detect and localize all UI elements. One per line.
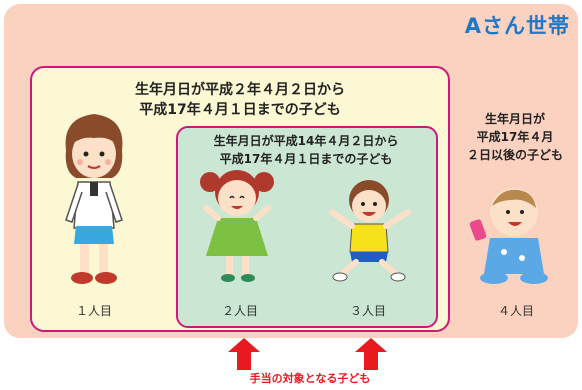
child-label-4: ４人目	[497, 304, 534, 318]
eligible-children-caption: 手当の対象となる子ども	[249, 372, 371, 385]
child-label-1: １人目	[75, 304, 112, 318]
older-girl-illustration	[65, 114, 123, 284]
side-caption-line2: 平成17年４月	[476, 130, 554, 144]
side-caption-line3: ２日以後の子ども	[466, 148, 563, 162]
child-label-2: ２人目	[221, 304, 258, 318]
pigtail-girl-illustration	[200, 170, 274, 282]
jumping-boy-illustration	[329, 180, 411, 282]
outer-group-caption: 生年月日が平成２年４月２日から 平成17年４月１日までの子ども	[60, 80, 420, 120]
outer-caption-line1: 生年月日が平成２年４月２日から	[135, 82, 345, 98]
inner-caption-line1: 生年月日が平成14年４月２日から	[213, 134, 399, 148]
side-group-caption: 生年月日が 平成17年４月 ２日以後の子ども	[456, 110, 574, 164]
inner-caption-line2: 平成17年４月１日までの子ども	[219, 152, 393, 166]
child-label-3: ３人目	[349, 304, 386, 318]
household-title: Aさん世帯	[464, 14, 570, 38]
outer-caption-line2: 平成17年４月１日までの子ども	[139, 102, 341, 118]
baby-illustration	[469, 188, 548, 284]
side-caption-line1: 生年月日が	[484, 112, 545, 126]
inner-group-caption: 生年月日が平成14年４月２日から 平成17年４月１日までの子ども	[178, 132, 434, 168]
